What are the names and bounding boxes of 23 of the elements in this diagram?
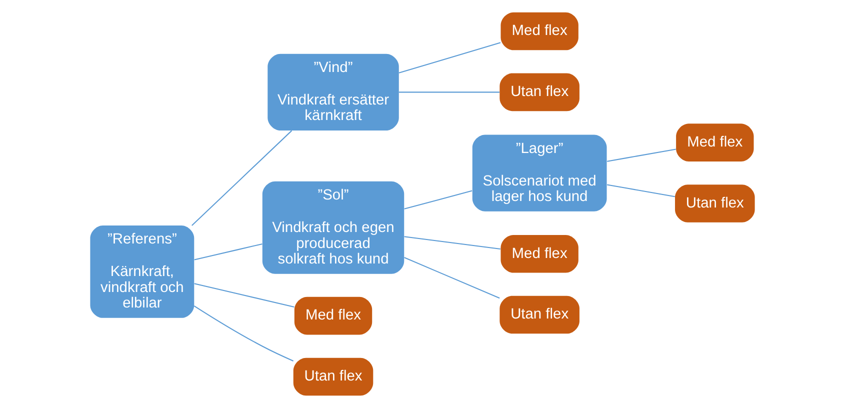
- node-box: Med flex: [294, 296, 372, 335]
- node-box: Utan flex: [292, 358, 373, 396]
- node-box: ”Sol” Vindkraft och egen producerad solkraft hos kund: [262, 181, 404, 274]
- connector: [191, 130, 292, 226]
- node-box: ”Vind” Vindkraft ersätter kärnkraft: [267, 54, 398, 130]
- connector: [606, 148, 676, 162]
- connector: [398, 92, 500, 93]
- connector: [193, 305, 294, 362]
- connector: [404, 190, 472, 210]
- node-box: Med flex: [676, 124, 754, 162]
- connector: [194, 243, 262, 260]
- connector: [404, 257, 500, 299]
- connector: [194, 283, 294, 308]
- connector: [398, 42, 500, 74]
- connector: [404, 236, 500, 250]
- node-box: ”Referens” Kärnkraft, vindkraft och elbilar: [90, 226, 194, 318]
- node-box: Utan flex: [674, 184, 754, 222]
- node-box: Utan flex: [499, 73, 579, 112]
- node-box: ”Lager” Solscenariot med lager hos kund: [472, 134, 606, 212]
- node-box: Utan flex: [499, 296, 579, 334]
- node-box: Med flex: [500, 12, 578, 50]
- connector: [606, 184, 674, 198]
- node-box: Med flex: [500, 234, 578, 273]
